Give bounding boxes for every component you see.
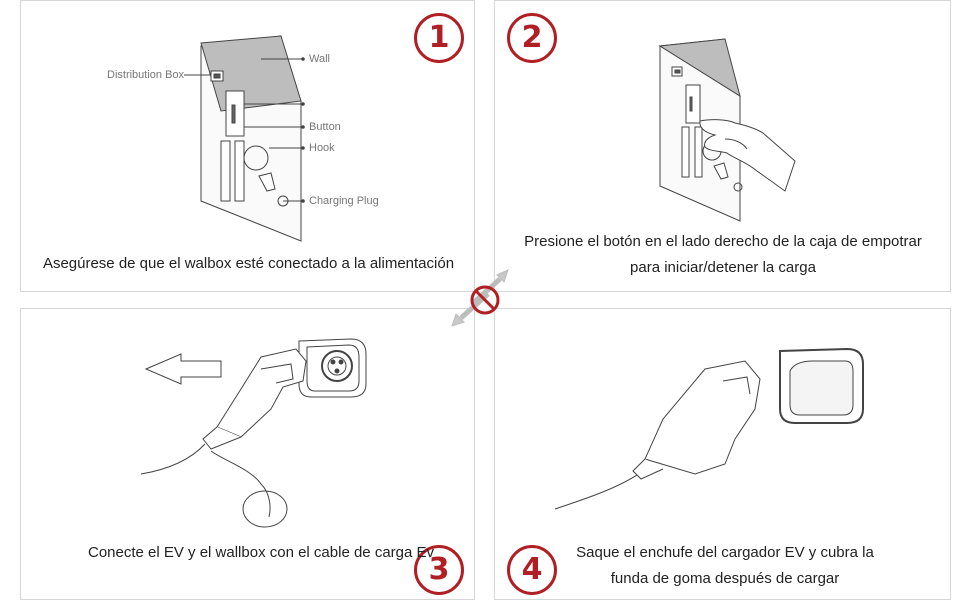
center-arrows-icon (0, 0, 970, 600)
